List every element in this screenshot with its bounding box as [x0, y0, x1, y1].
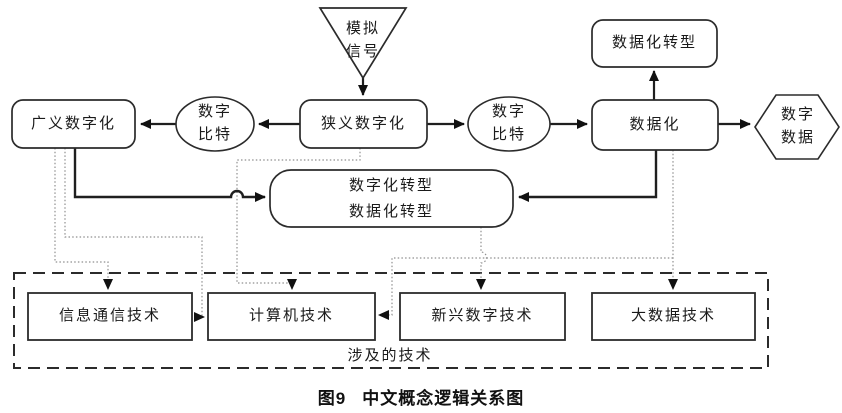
connector-broad-to-ict-dotted [54, 148, 113, 290]
tech-group-label: 涉及的技术 [347, 348, 433, 364]
computer-tech-node [207, 292, 376, 341]
ict-node [27, 292, 193, 341]
big-data-tech-node [591, 292, 756, 341]
analog-signal-line2: 信号 [345, 44, 380, 60]
datafication-label: 数据化 [629, 116, 681, 133]
connector-broad-to-computer-dotted [64, 148, 205, 322]
connector-broad-to-transformation [73, 148, 266, 202]
transformation-label: 数字化转型 数据化转型 [270, 171, 513, 226]
figure-number: 图9 [317, 389, 347, 408]
analog-signal-label: 模拟 信号 [323, 12, 403, 70]
digital-bits-left-node [175, 96, 255, 152]
digital-bits-right-node [467, 96, 551, 152]
broad-digitization-label: 广义数字化 [30, 115, 116, 132]
broad-digitization-node [11, 99, 136, 149]
transformation-line2: 数据化转型 [348, 203, 434, 220]
connector-datafication-to-transformation [518, 150, 658, 202]
big-data-tech-label: 大数据技术 [630, 308, 716, 324]
tech-group-box [13, 272, 769, 369]
ict-label: 信息通信技术 [58, 308, 161, 324]
digital-bits-right-line1: 数字 [491, 104, 526, 120]
digital-data-label: 数字 数据 [757, 99, 839, 155]
analog-signal-line1: 模拟 [345, 21, 380, 37]
digital-bits-right-label: 数字 比特 [468, 97, 550, 151]
figure-title: 中文概念逻辑关系图 [362, 389, 525, 408]
transformation-line1: 数字化转型 [348, 177, 434, 194]
digital-bits-left-line2: 比特 [197, 127, 232, 143]
digital-data-node [754, 94, 840, 160]
transformation-node [269, 169, 514, 228]
emerging-digital-tech-label: 新兴数字技术 [431, 308, 534, 324]
narrow-digitization-node [299, 99, 428, 149]
figure-caption: 图9 中文概念逻辑关系图 [0, 384, 842, 409]
analog-signal-triangle [318, 7, 408, 80]
digital-bits-left-line1: 数字 [197, 104, 232, 120]
datafication-transformation-node [591, 19, 718, 68]
digital-data-line2: 数据 [780, 130, 815, 146]
datafication-transformation-label: 数据化转型 [611, 35, 697, 51]
connector-transformation-to-emerging-dotted [476, 227, 488, 290]
digital-bits-right-line2: 比特 [491, 127, 526, 143]
datafication-node [591, 99, 719, 151]
emerging-digital-tech-node [399, 292, 566, 341]
digital-bits-left-label: 数字 比特 [176, 97, 254, 151]
connector-datafication-to-computer-dotted [378, 257, 673, 320]
narrow-digitization-label: 狭义数字化 [320, 115, 406, 132]
digital-data-line1: 数字 [780, 107, 815, 123]
connector-narrow-to-computer-dotted [236, 148, 361, 290]
computer-tech-label: 计算机技术 [248, 308, 334, 324]
